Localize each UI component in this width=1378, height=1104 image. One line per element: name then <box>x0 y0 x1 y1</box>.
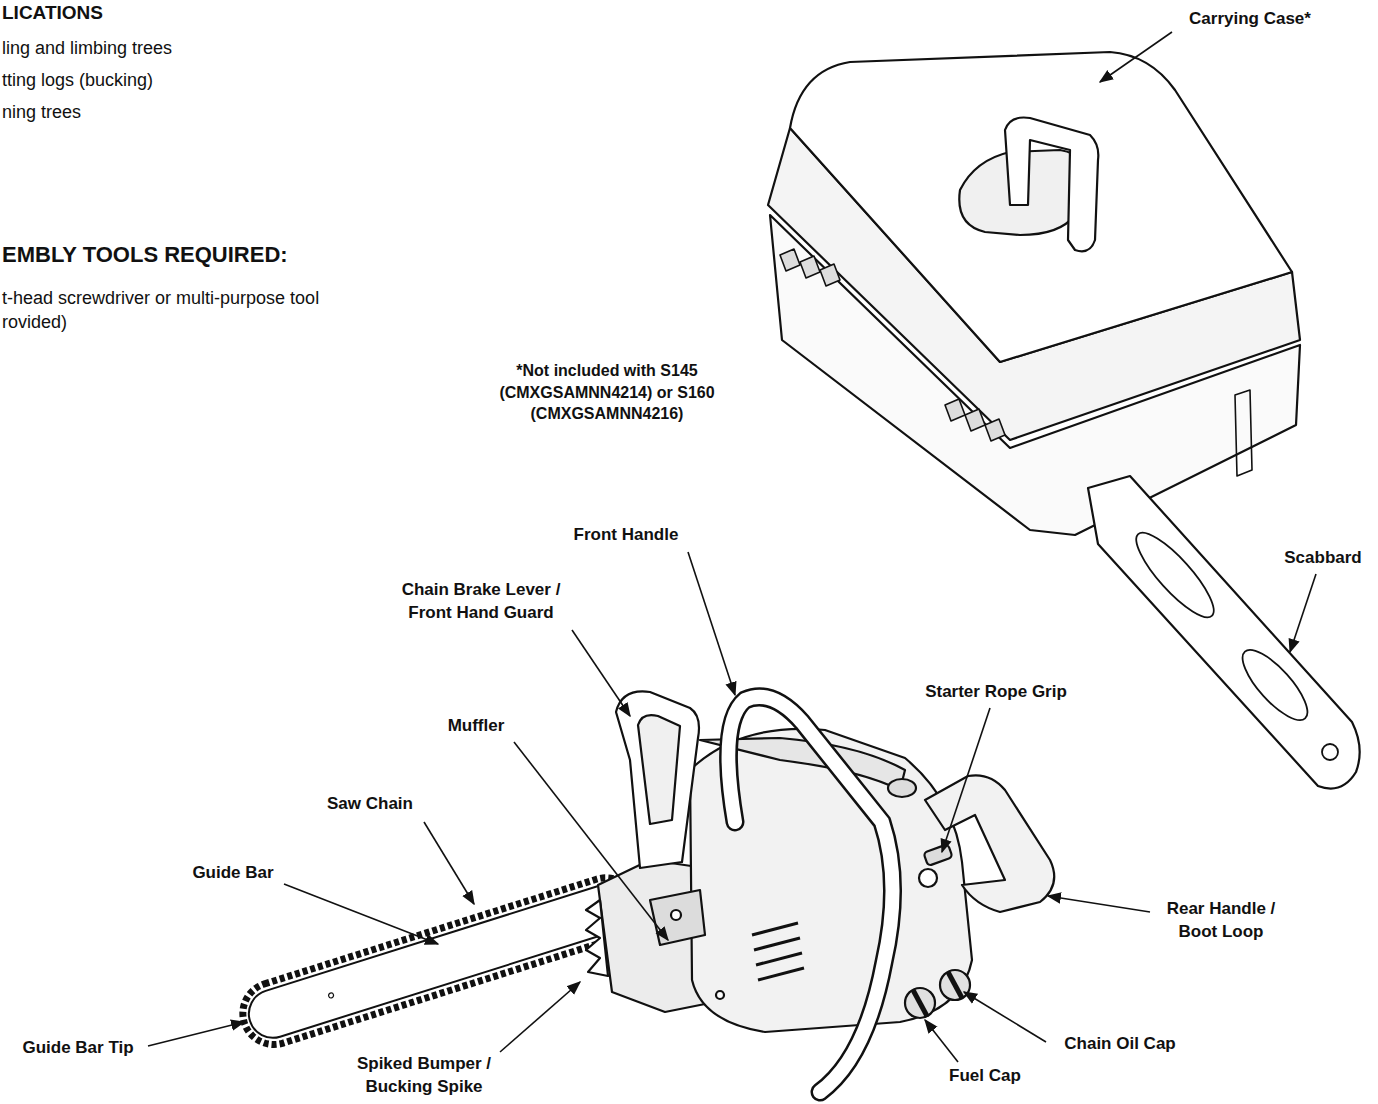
part-label: Guide Bar Tip <box>8 1037 148 1060</box>
heading-text: EMBLY TOOLS REQUIRED: <box>2 240 362 270</box>
leader-line <box>424 822 474 904</box>
leader-line <box>500 982 580 1052</box>
leader-line <box>514 742 668 940</box>
guide-bar <box>235 870 645 1052</box>
part-label: Guide Bar <box>178 862 288 885</box>
leader-line <box>688 552 735 695</box>
leader-line <box>572 630 630 716</box>
part-label: Rear Handle / Boot Loop <box>1156 898 1286 944</box>
leader-line <box>964 992 1046 1042</box>
list-item: ning trees <box>2 100 262 124</box>
note-text: *Not included with S145 (CMXGSAMNN4214) … <box>482 360 732 425</box>
leader-line <box>148 1022 244 1046</box>
part-label: Chain Oil Cap <box>1050 1033 1190 1056</box>
carrying-case <box>768 52 1300 535</box>
part-label: Spiked Bumper / Bucking Spike <box>349 1053 499 1099</box>
part-label: Starter Rope Grip <box>906 681 1086 704</box>
scabbard <box>1088 476 1360 789</box>
part-label: Muffler <box>426 715 526 738</box>
leader-line <box>1100 32 1172 82</box>
heading-text: LICATIONS <box>2 0 202 26</box>
leader-line <box>942 708 990 852</box>
front-handle-tube <box>728 697 892 1092</box>
leader-line <box>925 1020 958 1062</box>
part-label: Chain Brake Lever / Front Hand Guard <box>391 579 571 625</box>
list-item: tting logs (bucking) <box>2 68 262 92</box>
list-item: ling and limbing trees <box>2 36 262 60</box>
part-label: Carrying Case* <box>1165 8 1335 31</box>
leader-line <box>1290 574 1316 652</box>
leader-lines <box>148 32 1316 1062</box>
note-text: t-head screwdriver or multi-purpose tool… <box>2 286 372 335</box>
part-label: Front Handle <box>556 524 696 547</box>
front-handle-outline <box>728 697 892 1092</box>
part-label: Saw Chain <box>315 793 425 816</box>
leader-line <box>1048 896 1150 912</box>
part-label: Scabbard <box>1273 547 1373 570</box>
leader-line <box>284 884 438 944</box>
part-label: Fuel Cap <box>935 1065 1035 1088</box>
